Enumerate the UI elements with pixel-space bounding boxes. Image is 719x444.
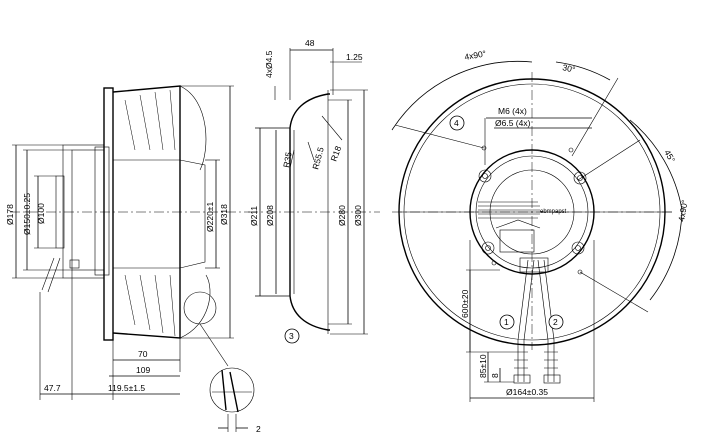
dim-d211: Ø211 bbox=[249, 206, 259, 226]
dim-r18: R18 bbox=[328, 144, 343, 162]
dim-d208: Ø208 bbox=[265, 205, 275, 226]
hole-d6-5: Ø6.5 (4x) bbox=[495, 118, 531, 128]
dim-70: 70 bbox=[138, 349, 148, 359]
angle-30: 30° bbox=[562, 62, 577, 74]
dim-8: 8 bbox=[490, 373, 500, 378]
side-view: Ø178 Ø150±0.25 Ø100 Ø220±1 Ø318 70 109 4… bbox=[5, 85, 261, 434]
callout-4-circle bbox=[449, 115, 465, 131]
dim-85: 85±10 bbox=[478, 354, 488, 378]
dim-109: 109 bbox=[136, 365, 150, 375]
detail-circle bbox=[183, 291, 217, 325]
callout-2-circle bbox=[548, 314, 564, 330]
hole-m6: M6 (4x) bbox=[498, 106, 527, 116]
dim-119-5: 119.5±1.5 bbox=[108, 383, 145, 393]
front-view: 4x90° 30° 45° 4x90° M6 (4x) Ø6.5 (4x) 60… bbox=[391, 48, 690, 402]
dim-4x-d4-5: 4xØ4.5 bbox=[264, 50, 274, 78]
dim-d178: Ø178 bbox=[5, 204, 15, 225]
impeller-section: 48 1.25 4xØ4.5 R18 R35 R55.5 Ø211 Ø208 Ø… bbox=[248, 38, 380, 344]
dim-r55-5: R55.5 bbox=[310, 146, 326, 171]
view-number-3-circle bbox=[284, 328, 300, 344]
dim-d318: Ø318 bbox=[219, 204, 229, 225]
dim-2: 2 bbox=[256, 424, 261, 434]
dim-d220: Ø220±1 bbox=[205, 202, 215, 232]
dim-r35: R35 bbox=[281, 151, 294, 168]
dim-d164: Ø164±0.35 bbox=[506, 387, 548, 397]
dim-47-7: 47.7 bbox=[44, 383, 61, 393]
callout-2: 2 bbox=[553, 317, 558, 327]
angle-4x90-top: 4x90° bbox=[464, 48, 487, 62]
dim-d280: Ø280 bbox=[337, 205, 347, 226]
dim-d300: Ø300 bbox=[353, 205, 363, 226]
dim-1-25: 1.25 bbox=[346, 52, 363, 62]
dim-600: 600±20 bbox=[460, 289, 470, 318]
brand-logo-text: ebmpapst bbox=[540, 209, 567, 215]
dim-d150: Ø150±0.25 bbox=[22, 193, 32, 235]
callout-4: 4 bbox=[454, 118, 459, 128]
callout-1: 1 bbox=[504, 317, 509, 327]
dim-48: 48 bbox=[305, 38, 315, 48]
view-number-3: 3 bbox=[289, 331, 294, 341]
detail-view-circle bbox=[209, 367, 255, 413]
callout-1-circle bbox=[499, 314, 515, 330]
dim-d100: Ø100 bbox=[36, 203, 46, 224]
angle-4x90-right: 4x90° bbox=[676, 199, 690, 222]
